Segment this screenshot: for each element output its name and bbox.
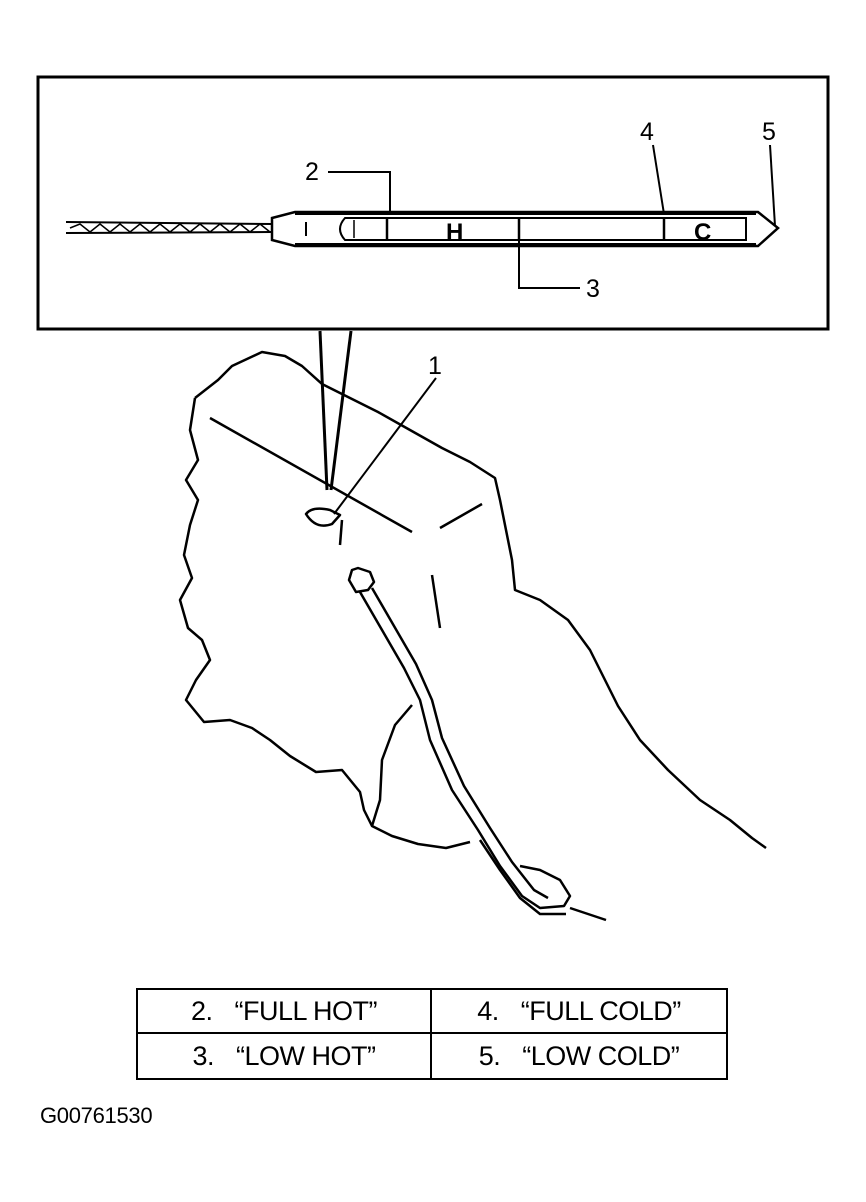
leader-lines [328,144,776,289]
legend-item-low-hot: 3. “LOW HOT” [138,1034,432,1078]
legend-label: “FULL HOT” [234,995,378,1026]
legend-item-full-cold: 4. “FULL COLD” [432,990,726,1034]
cold-range-label: C [694,219,711,246]
legend-item-full-hot: 2. “FULL HOT” [138,990,432,1034]
hot-range-label: H [446,219,463,246]
inset-pointer [318,330,353,491]
engine-outline [178,350,767,850]
legend-number: 3. [192,1040,215,1071]
callout-4: 4 [640,118,654,146]
legend-item-low-cold: 5. “LOW COLD” [432,1034,726,1078]
callout-2: 2 [305,158,319,186]
callout-3: 3 [586,275,600,303]
figure-id: G00761530 [40,1103,153,1128]
legend-label: “LOW HOT” [236,1040,376,1071]
legend-number: 5. [478,1040,501,1071]
legend-label: “FULL COLD” [520,995,682,1026]
legend-table: 2. “FULL HOT” 4. “FULL COLD” 3. “LOW HOT” 5… [136,988,728,1080]
dipstick-cable [65,221,273,234]
detail-inset-box [36,75,830,331]
dipstick-diagram: H C 2 3 4 5 1 [36,75,830,922]
dipstick-blade [270,210,780,248]
legend-number: 4. [477,995,499,1026]
callout-5: 5 [762,118,776,146]
legend-number: 2. [190,995,213,1026]
leader-callout-1 [333,377,437,515]
callout-1: 1 [428,352,442,380]
legend-label: “LOW COLD” [522,1040,680,1071]
dipstick-tube [304,507,607,922]
